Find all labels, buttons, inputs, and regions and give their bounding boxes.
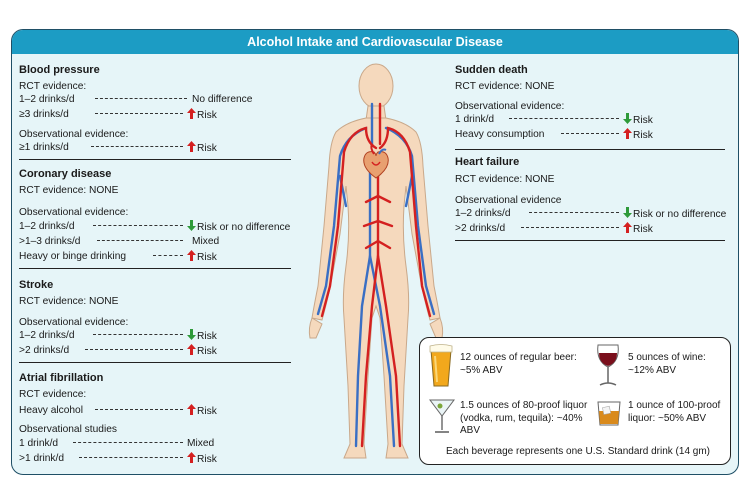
row-result: No difference	[192, 94, 253, 105]
section-title-stroke: Stroke	[19, 279, 54, 291]
arrow-up-icon	[187, 250, 196, 261]
row-label: ≥1 drinks/d	[19, 142, 69, 153]
arteries	[320, 102, 432, 448]
dashed-leader	[561, 133, 619, 134]
row-label: >2 drinks/d	[19, 345, 70, 356]
row-label: 1 drink/d	[455, 114, 495, 125]
row-label: Heavy or binge drinking	[19, 251, 127, 262]
sd-obs-label: Observational evidence:	[455, 101, 565, 112]
row-result: Mixed	[187, 438, 215, 449]
section-divider	[455, 149, 725, 150]
row-result: Risk	[187, 404, 217, 418]
martini-glass-icon	[429, 399, 455, 433]
row-label: 1–2 drinks/d	[19, 94, 75, 105]
row-label: 1–2 drinks/d	[19, 330, 75, 341]
row-result: Risk	[623, 128, 653, 142]
dashed-leader	[85, 349, 183, 350]
liquor-text: 1.5 ounces of 80-proof liquor (vodka, ru…	[460, 400, 588, 436]
dashed-leader	[509, 118, 619, 119]
dashed-leader	[521, 227, 619, 228]
arrow-up-icon	[187, 141, 196, 152]
bp-rct-label: RCT evidence:	[19, 81, 87, 92]
arrow-down-icon	[623, 113, 632, 124]
human-body-circulation-figure	[308, 63, 444, 459]
row-label: Heavy alcohol	[19, 405, 83, 416]
dashed-leader	[93, 334, 183, 335]
dashed-leader	[529, 212, 619, 213]
arrow-down-icon	[187, 220, 196, 231]
row-label: 1 drink/d	[19, 438, 59, 449]
row-result: Risk or no difference	[623, 207, 726, 221]
row-label: >1 drink/d	[19, 453, 65, 464]
hf-rct-label: RCT evidence: NONE	[455, 174, 555, 185]
row-result: Mixed	[192, 236, 220, 247]
arrow-up-icon	[623, 128, 632, 139]
dashed-leader	[79, 457, 183, 458]
coronary-obs-label: Observational evidence:	[19, 207, 129, 218]
row-result: Risk	[187, 250, 217, 264]
section-title-afib: Atrial fibrillation	[19, 372, 104, 384]
hf-obs-label: Observational evidence	[455, 195, 562, 206]
wine-text: 5 ounces of wine: ~12% ABV	[628, 352, 706, 376]
dashed-leader	[91, 146, 183, 147]
afib-obs-label: Observational studies	[19, 424, 117, 435]
section-title-coronary: Coronary disease	[19, 168, 112, 180]
row-label: >1–3 drinks/d	[19, 236, 81, 247]
stroke-obs-label: Observational evidence:	[19, 317, 129, 328]
section-title-sudden-death: Sudden death	[455, 64, 528, 76]
row-result: Risk	[623, 113, 653, 127]
title-banner: Alcohol Intake and Cardiovascular Diseas…	[12, 30, 738, 54]
dashed-leader	[73, 442, 183, 443]
row-result: Risk	[187, 344, 217, 358]
whiskey-glass-icon	[597, 401, 621, 426]
section-divider	[19, 159, 291, 160]
afib-rct-label: RCT evidence:	[19, 389, 87, 400]
row-label: 1–2 drinks/d	[19, 221, 75, 232]
row-label: 1–2 drinks/d	[455, 208, 511, 219]
section-title-blood-pressure: Blood pressure	[19, 64, 100, 76]
section-divider	[19, 268, 291, 269]
wine-glass-icon	[597, 344, 619, 386]
arrow-down-icon	[187, 329, 196, 340]
dashed-leader	[95, 113, 183, 114]
row-result: Risk	[187, 108, 217, 122]
dashed-leader	[93, 225, 183, 226]
arrow-up-icon	[623, 222, 632, 233]
row-result: Risk	[623, 222, 653, 236]
bp-obs-label: Observational evidence:	[19, 129, 129, 140]
section-divider	[19, 362, 291, 363]
dashed-leader	[153, 255, 183, 256]
heart	[363, 143, 389, 179]
row-result: Risk or no difference	[187, 220, 290, 234]
arrow-up-icon	[187, 344, 196, 355]
dashed-leader	[95, 98, 187, 99]
dashed-leader	[95, 409, 183, 410]
sd-rct-label: RCT evidence: NONE	[455, 81, 555, 92]
dashed-leader	[97, 240, 183, 241]
arrow-up-icon	[187, 108, 196, 119]
row-result: Risk	[187, 452, 217, 466]
row-label: >2 drinks/d	[455, 223, 506, 234]
section-title-heart-failure: Heart failure	[455, 156, 520, 168]
standard-drink-legend: 12 ounces of regular beer: ~5% ABV 5 oun…	[419, 337, 731, 465]
standard-drink-footer: Each beverage represents one U.S. Standa…	[445, 446, 711, 457]
beer-glass-icon	[429, 344, 453, 387]
arrow-up-icon	[187, 452, 196, 463]
infographic-panel: Alcohol Intake and Cardiovascular Diseas…	[11, 29, 739, 475]
proof100-text: 1 ounce of 100-proof liquor: ~50% ABV	[628, 400, 721, 424]
row-result: Risk	[187, 141, 217, 155]
section-divider	[455, 240, 725, 241]
beer-text: 12 ounces of regular beer: ~5% ABV	[460, 352, 577, 376]
row-label: ≥3 drinks/d	[19, 109, 69, 120]
row-result: Risk	[187, 329, 217, 343]
stroke-rct-label: RCT evidence: NONE	[19, 296, 119, 307]
arrow-down-icon	[623, 207, 632, 218]
arrow-up-icon	[187, 404, 196, 415]
coronary-rct-label: RCT evidence: NONE	[19, 185, 119, 196]
row-label: Heavy consumption	[455, 129, 545, 140]
